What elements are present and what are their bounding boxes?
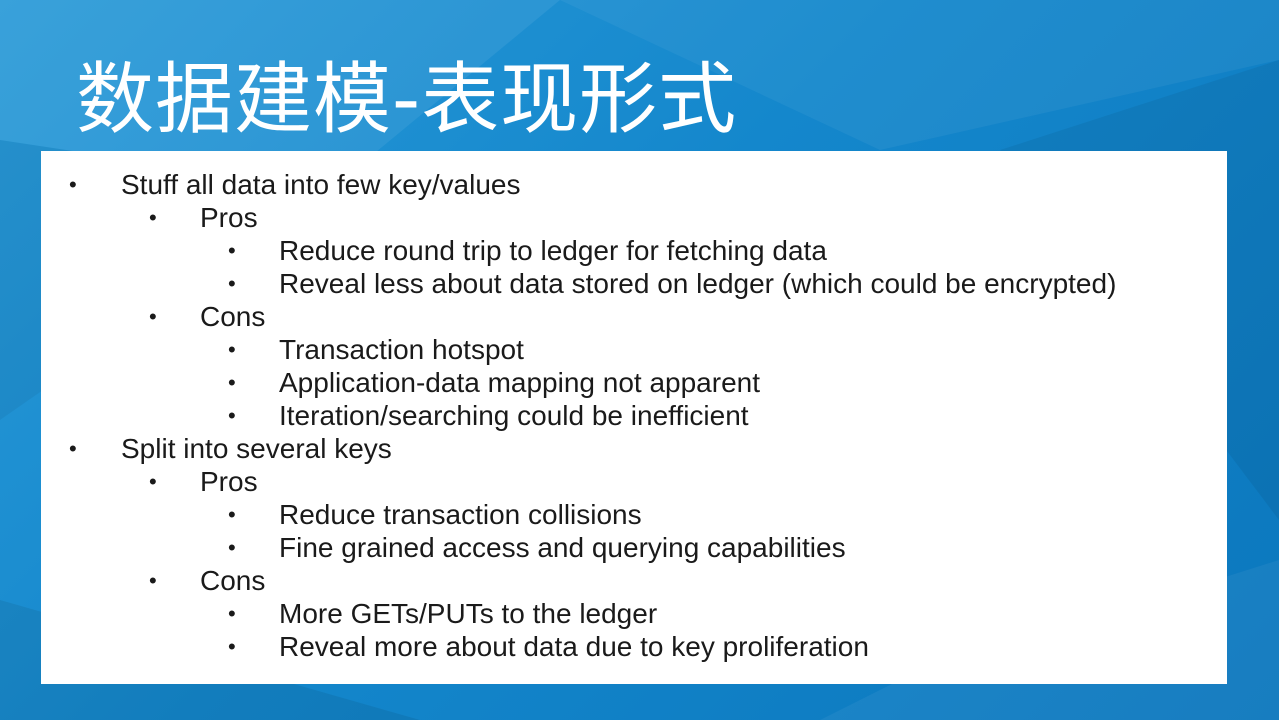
bullet-text: Pros <box>200 466 258 497</box>
bullet-dot: • <box>228 535 236 560</box>
bullet-text: Cons <box>200 565 266 596</box>
bullet-dot: • <box>228 502 236 527</box>
bullet-dot: • <box>149 568 157 593</box>
bullet-text: Stuff all data into few key/values <box>121 169 521 200</box>
bullet-dot: • <box>149 205 157 230</box>
bullet-text: Reveal less about data stored on ledger … <box>279 268 1117 299</box>
bullet-dot: • <box>228 337 236 362</box>
bullet-text: Pros <box>200 202 258 233</box>
bullet-dot: • <box>228 601 236 626</box>
bullet-dot: • <box>228 370 236 395</box>
bullet-dot: • <box>69 172 77 197</box>
bullet-dot: • <box>228 634 236 659</box>
bullet-text: Fine grained access and querying capabil… <box>279 532 846 563</box>
bullet-text: Split into several keys <box>121 433 392 464</box>
bullet-text: More GETs/PUTs to the ledger <box>279 598 658 629</box>
bullet-dot: • <box>149 469 157 494</box>
bullet-text: Reduce round trip to ledger for fetching… <box>279 235 827 266</box>
bullet-text: Application-data mapping not apparent <box>279 367 761 398</box>
bullet-text: Reveal more about data due to key prolif… <box>279 631 869 662</box>
bullet-dot: • <box>228 271 236 296</box>
bullet-text: Reduce transaction collisions <box>279 499 642 530</box>
bullet-dot: • <box>149 304 157 329</box>
bullet-text: Transaction hotspot <box>279 334 524 365</box>
bullet-dot: • <box>228 403 236 428</box>
bullet-text: Iteration/searching could be inefficient <box>279 400 749 431</box>
slide-title: 数据建模-表现形式 <box>76 55 738 145</box>
bullet-dot: • <box>69 436 77 461</box>
bullet-dot: • <box>228 238 236 263</box>
bullet-text: Cons <box>200 301 266 332</box>
content-panel: • Stuff all data into few key/values • Pros… <box>41 151 1227 684</box>
